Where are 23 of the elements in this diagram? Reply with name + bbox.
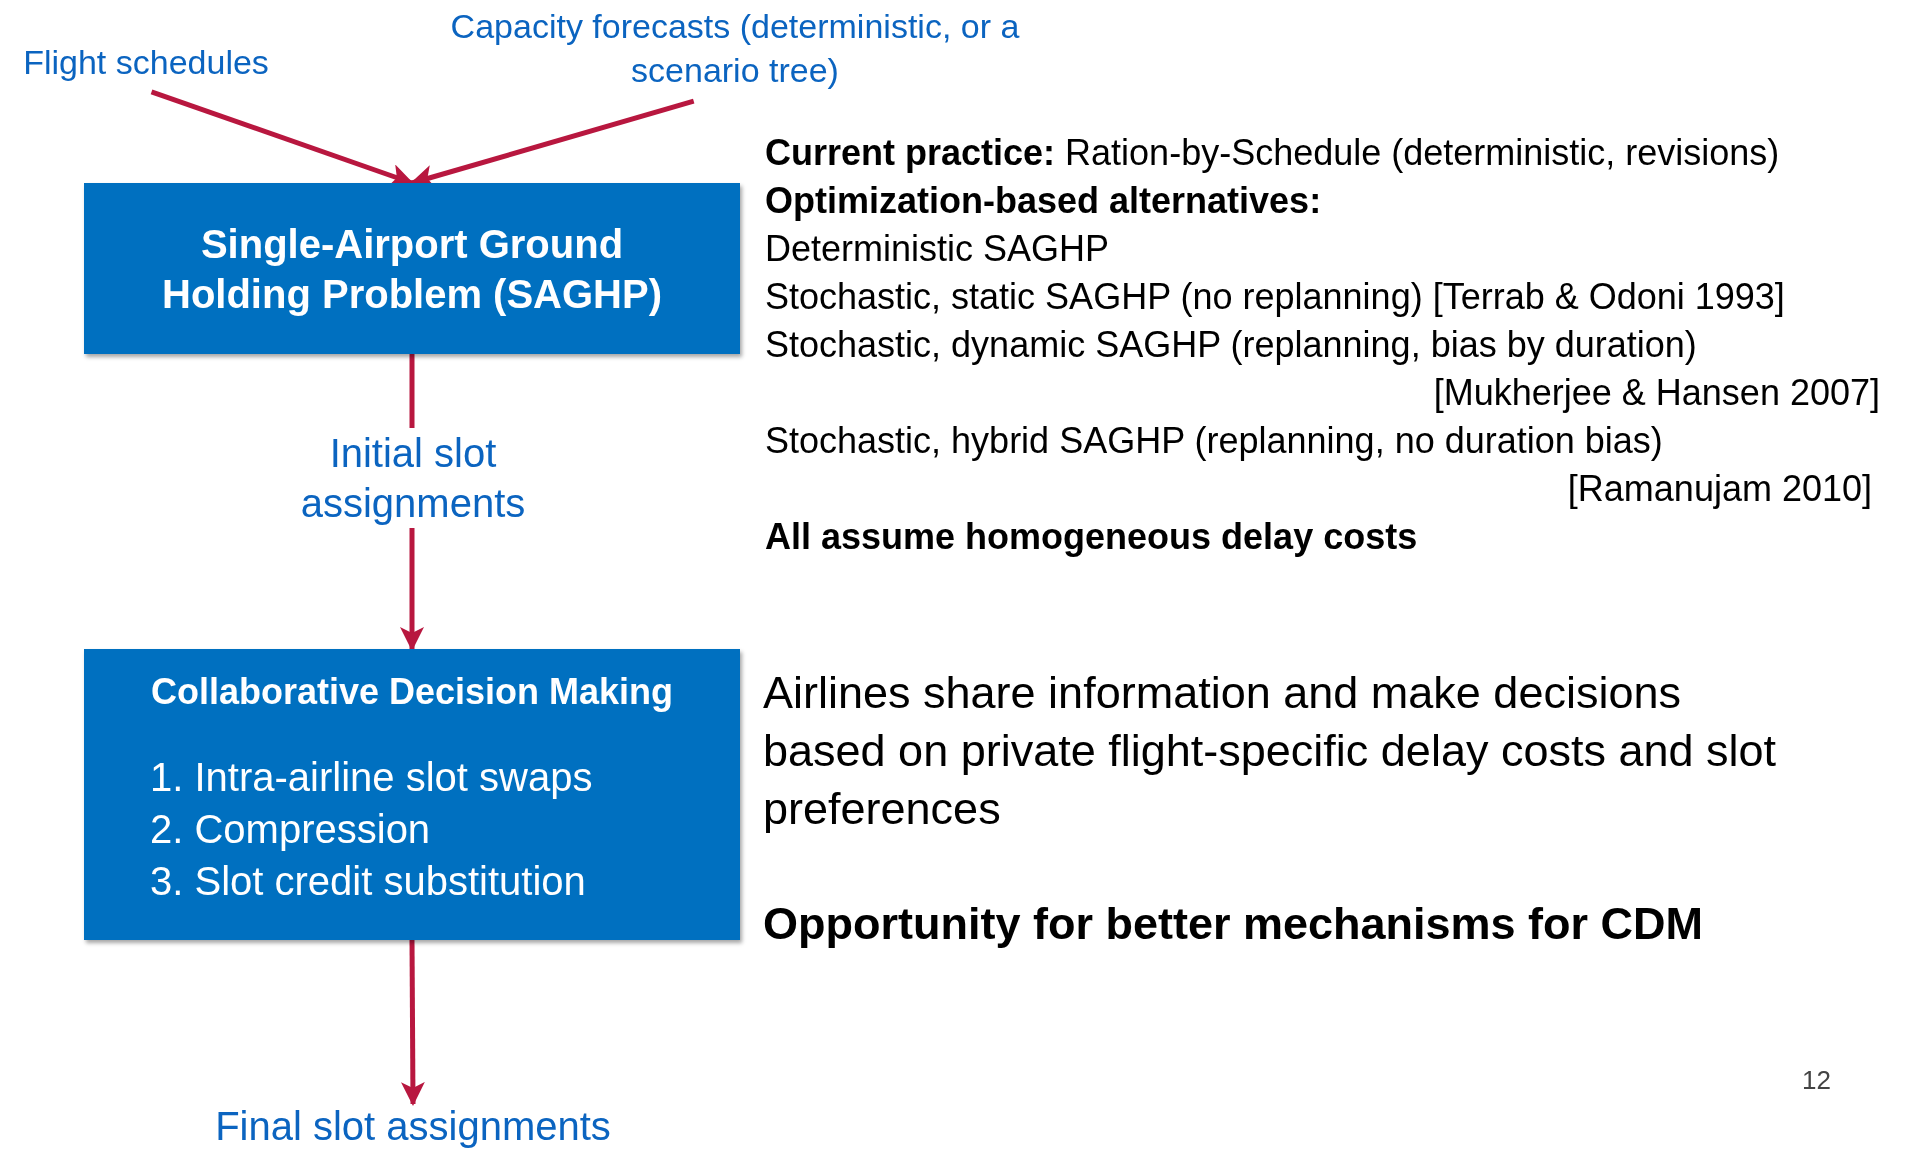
- box-title: Collaborative Decision Making: [150, 671, 674, 713]
- note-text: [Mukherjee & Hansen 2007]: [1433, 371, 1880, 415]
- input-label: Flight schedules: [23, 42, 269, 83]
- list-item: 3. Slot credit substitution: [150, 858, 586, 905]
- arrow: [400, 940, 425, 1106]
- note-text: All assume homogeneous delay costs: [765, 515, 1418, 559]
- note-text: Airlines share information and make decisions based on private flight-specific delay costs and slot preferences: [763, 666, 1778, 836]
- page-number: 12: [1802, 1064, 1831, 1097]
- note-text: Current practice: Ration-by-Schedule (deterministic, revisions): [765, 131, 1780, 175]
- input-label: Capacity forecasts (deterministic, or a scenario tree): [449, 6, 1021, 91]
- note-text: Stochastic, dynamic SAGHP (replanning, bias by duration): [765, 323, 1697, 367]
- note-text: Stochastic, static SAGHP (no replanning) [Terrab & Odoni 1993]: [765, 275, 1785, 319]
- list-item: 2. Compression: [150, 806, 431, 853]
- note-text: Stochastic, hybrid SAGHP (replanning, no duration bias): [765, 419, 1663, 463]
- note-text: Deterministic SAGHP: [765, 227, 1110, 271]
- list-item: 1. Intra-airline slot swaps: [150, 754, 593, 801]
- note-text: Opportunity for better mechanisms for CDM: [763, 897, 1704, 951]
- output-label: Final slot assignments: [215, 1104, 611, 1148]
- note-text: [Ramanujam 2010]: [1567, 467, 1872, 511]
- note-text: Optimization-based alternatives:: [765, 179, 1322, 223]
- process-box: [84, 183, 740, 354]
- process-box: [84, 649, 740, 940]
- box-title: Single-Airport Ground Holding Problem (SAGHP): [161, 220, 663, 318]
